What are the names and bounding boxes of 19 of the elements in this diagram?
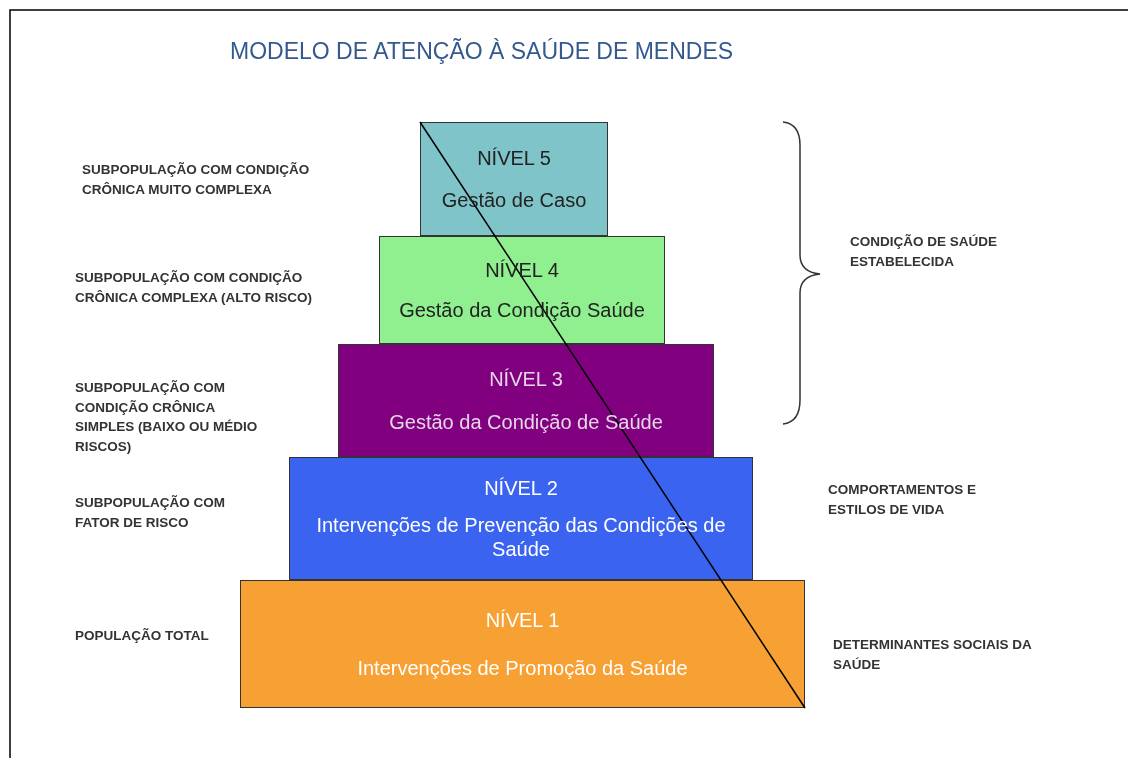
side-label: SUBPOPULAÇÃO COM FATOR DE RISCO <box>75 494 226 532</box>
side-label: SUBPOPULAÇÃO COM CONDIÇÃO CRÔNICA SIMPLES (BAIXO OU MÉDIO RISCOS) <box>75 379 259 456</box>
level-heading: NÍVEL 1 <box>485 608 560 633</box>
level-box <box>379 236 665 344</box>
level-box <box>338 344 714 457</box>
level-heading: NÍVEL 2 <box>484 475 558 500</box>
side-label: COMPORTAMENTOS E ESTILOS DE VIDA <box>828 481 977 519</box>
title: MODELO DE ATENÇÃO À SAÚDE DE MENDES <box>230 38 734 65</box>
side-label: SUBPOPULAÇÃO COM CONDIÇÃO CRÔNICA COMPLEXA (ALTO RISCO) <box>75 269 313 307</box>
level-box <box>420 122 608 236</box>
level-heading: NÍVEL 5 <box>477 145 551 170</box>
side-label: POPULAÇÃO TOTAL <box>75 627 210 645</box>
level-box <box>289 457 753 580</box>
level-description: Intervenções de Promoção da Saúde <box>357 655 688 680</box>
side-label: SUBPOPULAÇÃO COM CONDIÇÃO CRÔNICA MUITO COMPLEXA <box>82 161 311 199</box>
side-label: CONDIÇÃO DE SAÚDE ESTABELECIDA <box>850 233 998 271</box>
level-box <box>240 580 805 708</box>
level-heading: NÍVEL 3 <box>489 367 563 392</box>
side-label: DETERMINANTES SOCIAIS DA SAÚDE <box>833 636 1033 674</box>
